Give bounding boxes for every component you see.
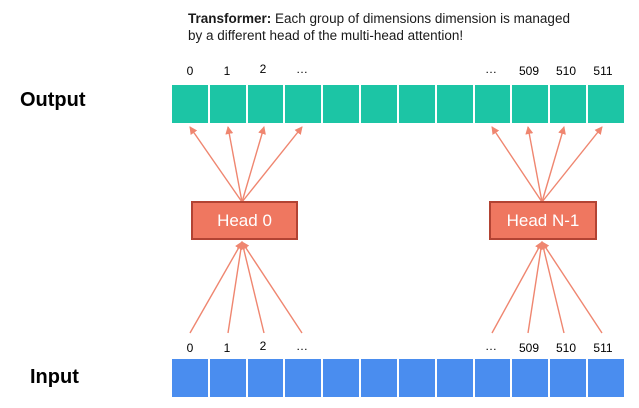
input-tick-ellipsis-left: … [296, 339, 308, 353]
input-cell [474, 359, 513, 397]
input-cell [361, 359, 399, 397]
arrow-headN-out-2 [541, 126, 566, 203]
arrow-head0-out-1 [225, 126, 243, 203]
arrow-in-0-headN [491, 241, 543, 334]
arrow-head0-out-2 [241, 126, 266, 203]
output-cell [588, 85, 624, 123]
output-tick-511: 511 [593, 64, 613, 78]
output-cell [361, 85, 399, 123]
caption-line1: Each group of dimensions dimension is ma… [271, 11, 570, 26]
input-tick-ellipsis-right: … [485, 339, 497, 353]
output-label: Output [20, 89, 86, 111]
head-0-box: Head 0 [191, 201, 298, 240]
arrow-in-2-headN [539, 241, 565, 334]
input-bar [172, 359, 624, 397]
input-cell [398, 359, 437, 397]
output-cell [172, 85, 210, 123]
output-tick-ellipsis-right: … [485, 62, 497, 76]
output-tick-ellipsis-left: … [296, 62, 308, 76]
output-bar [172, 85, 624, 123]
output-cell [247, 85, 286, 123]
input-label: Input [30, 366, 79, 388]
head-n-1-box: Head N-1 [489, 201, 597, 240]
arrow-in-3-head0 [241, 241, 303, 334]
input-cell [209, 359, 248, 397]
input-tick-1: 1 [223, 341, 231, 355]
output-cell [436, 85, 475, 123]
arrow-in-1-headN [527, 241, 545, 334]
arrow-in-3-headN [541, 241, 603, 334]
output-tick-2: 2 [259, 62, 267, 76]
input-cell [588, 359, 624, 397]
arrow-in-0-head0 [189, 241, 243, 334]
arrow-head0-out-3 [241, 126, 303, 203]
output-cell [209, 85, 248, 123]
output-tick-510: 510 [555, 64, 577, 78]
input-tick-511: 511 [593, 341, 613, 355]
input-cell [172, 359, 210, 397]
arrow-in-1-head0 [227, 241, 245, 334]
output-tick-509: 509 [518, 64, 540, 78]
input-tick-510: 510 [555, 341, 577, 355]
output-cell [285, 85, 324, 123]
input-tick-509: 509 [518, 341, 540, 355]
arrow-headN-out-3 [541, 126, 603, 203]
arrow-in-2-head0 [239, 241, 265, 334]
arrow-headN-out-1 [525, 126, 543, 203]
caption: Transformer: Each group of dimensions di… [188, 10, 633, 44]
input-tick-2: 2 [259, 339, 267, 353]
output-cell [323, 85, 362, 123]
input-cell [247, 359, 286, 397]
output-tick-1: 1 [223, 64, 231, 78]
output-tick-0: 0 [186, 64, 194, 78]
input-cell [550, 359, 589, 397]
input-cell [436, 359, 475, 397]
output-cell [512, 85, 551, 123]
caption-bold: Transformer: [188, 11, 272, 26]
output-cell [398, 85, 437, 123]
arrow-headN-out-0 [491, 126, 543, 203]
arrow-head0-out-0 [189, 126, 243, 203]
input-tick-0: 0 [186, 341, 194, 355]
input-cell [285, 359, 324, 397]
output-cell [474, 85, 513, 123]
output-cell [550, 85, 589, 123]
caption-line2: by a different head of the multi-head at… [188, 28, 464, 43]
input-cell [512, 359, 551, 397]
input-cell [323, 359, 362, 397]
